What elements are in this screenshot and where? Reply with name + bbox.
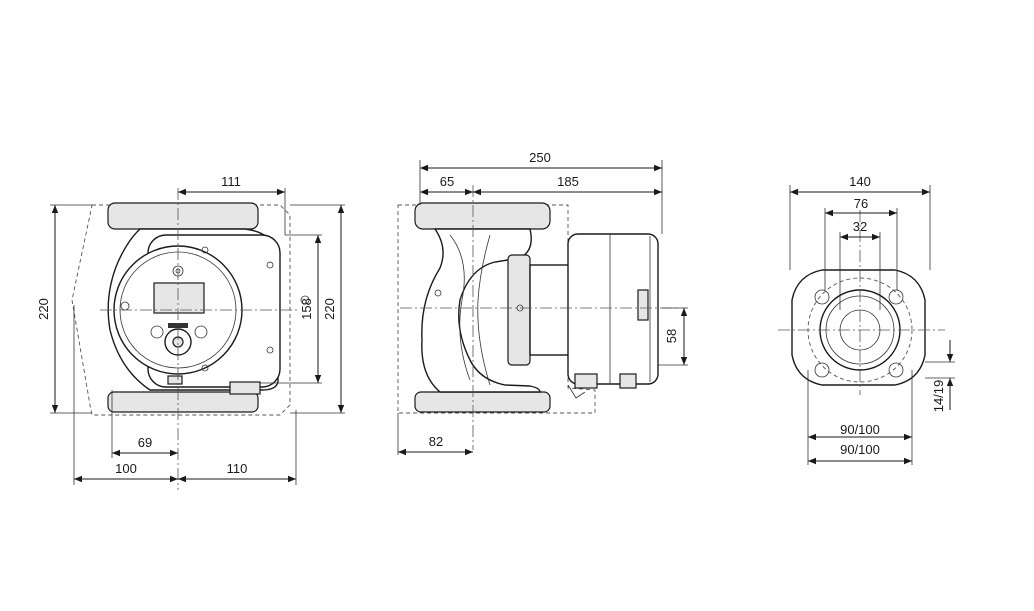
favorite-button-icon: [194, 325, 208, 339]
screw-icon: [266, 346, 274, 354]
dim-label-82: 82: [429, 434, 443, 449]
dim-label-32: 32: [853, 219, 867, 234]
side-top-flange: [414, 202, 551, 230]
dim-label-158: 158: [299, 298, 314, 320]
screw-icon: [266, 261, 274, 269]
bolt-hole-icon: [888, 362, 904, 378]
top-flange: [107, 202, 259, 230]
brand-logo: [168, 323, 188, 328]
dim-label-220-right: 220: [322, 298, 337, 320]
front-view: 111 220 158 220 69 100 110: [36, 174, 345, 490]
volute-body: [421, 228, 541, 393]
flange-view: 140 76 32 14/19 90/100 90/100: [778, 174, 955, 465]
dim-label-90-100-a: 90/100: [840, 422, 880, 437]
screw-icon: [201, 246, 209, 254]
home-button-icon: [150, 325, 164, 339]
bolt-hole-icon: [814, 289, 830, 305]
dim-label-140: 140: [849, 174, 871, 189]
cable-connector: [229, 381, 261, 395]
bottom-flange: [107, 391, 259, 413]
dim-label-185: 185: [557, 174, 579, 189]
dim-label-110: 110: [227, 461, 248, 476]
dim-label-65: 65: [440, 174, 454, 189]
motor-plug: [637, 289, 649, 321]
motor-collar: [529, 264, 571, 356]
dim-label-100: 100: [115, 461, 137, 476]
motor-housing: [567, 233, 659, 385]
dim-label-76: 76: [854, 196, 868, 211]
dim-label-69: 69: [138, 435, 152, 450]
side-bottom-flange: [414, 391, 551, 413]
motor-coupling: [507, 254, 531, 366]
dim-label-250: 250: [529, 150, 551, 165]
screw-icon: [300, 295, 310, 305]
front-envelope-outline: [71, 204, 291, 416]
cable-gland: [574, 373, 598, 389]
dim-label-14-19: 14/19: [931, 380, 946, 413]
bolt-hole-icon: [814, 362, 830, 378]
display-window: [153, 282, 205, 314]
dim-label-220-left: 220: [36, 298, 51, 320]
side-envelope-outline: [397, 204, 596, 414]
dim-label-90-100-b: 90/100: [840, 442, 880, 457]
dim-label-111: 111: [221, 174, 241, 189]
side-view: 250 65 185 58 82: [397, 150, 688, 456]
dim-label-58: 58: [664, 329, 679, 343]
screw-icon: [201, 364, 209, 372]
bolt-hole-icon: [888, 289, 904, 305]
